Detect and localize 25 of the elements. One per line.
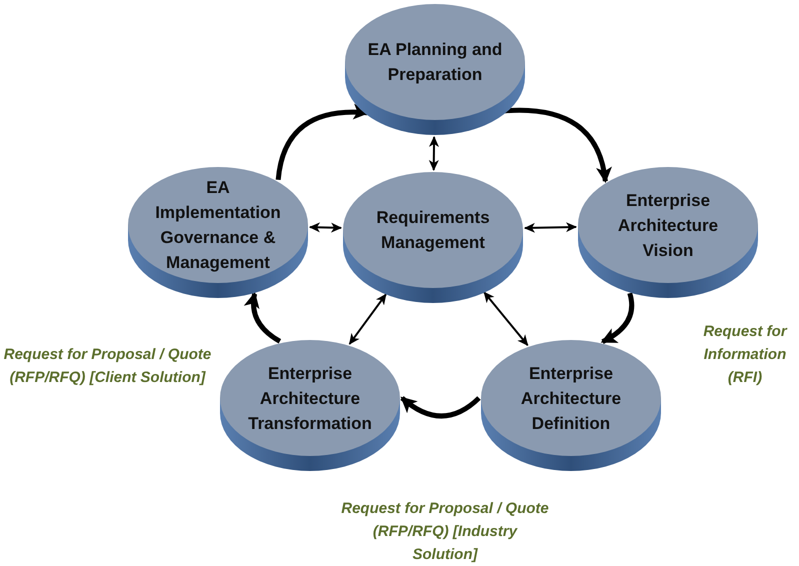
arrow [600,292,634,344]
arrow [483,292,528,346]
disc-node [220,340,400,471]
annotation-text: Request for Information (RFI) [702,322,788,388]
node-text: EA Implementation Governance & Management [154,177,282,274]
arrow [276,104,370,180]
disc-node [578,167,758,298]
node-text: Requirements Management [375,207,491,254]
disc-node [128,167,308,298]
arrow [244,292,282,344]
node-text: EA Planning and Preparation [366,39,504,86]
annotation-text: Request for Proposal / Quote (RFP/RFQ) [Client Solution] [2,345,212,388]
arrow [428,136,439,171]
disc-node [345,4,525,135]
annotation-text: Request for Proposal / Quote (RFP/RFQ) [Industry Solution] [340,499,550,565]
arrow [308,222,342,233]
arrow [348,294,387,345]
node-text: Enterprise Architecture Definition [520,362,622,434]
disc-node [343,172,523,303]
arrow [504,108,612,184]
disc-node [481,340,661,471]
arrow [400,396,481,418]
arrow [524,222,578,233]
node-text: Enterprise Architecture Vision [616,190,720,262]
node-text: Enterprise Architecture Transformation [247,362,373,434]
